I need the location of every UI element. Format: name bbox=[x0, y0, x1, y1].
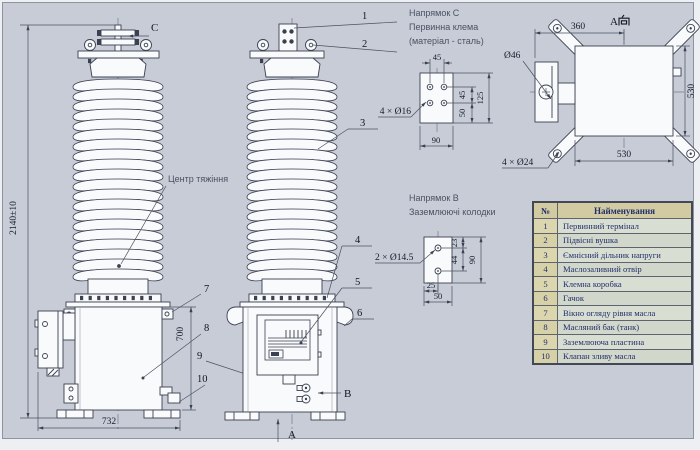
part-number: 8 bbox=[534, 319, 558, 334]
dim-base-width: 732 bbox=[102, 417, 117, 427]
center-of-gravity-label: Центр тяжіння bbox=[168, 174, 228, 184]
terminal-box-front bbox=[256, 314, 322, 385]
dim-125-right: 125 bbox=[475, 92, 485, 105]
dim-90-bottom: 90 bbox=[432, 135, 441, 145]
part-number: 4 bbox=[534, 261, 558, 276]
part-number: 3 bbox=[534, 247, 558, 262]
dim-530-right: 530 bbox=[687, 84, 697, 99]
direction-b-label: B bbox=[344, 388, 351, 400]
front-view bbox=[34, 24, 181, 419]
parts-table-header: № Найменування bbox=[534, 203, 691, 218]
detail-b-subtitle: Заземлюючі колодки bbox=[409, 207, 496, 217]
callout-10: 10 bbox=[197, 374, 208, 385]
direction-c-label: C bbox=[151, 22, 158, 34]
clamp-plate bbox=[419, 72, 454, 124]
oil-tank-front bbox=[74, 306, 163, 411]
part-name: Первинний термінал bbox=[558, 218, 691, 233]
part-name: Масляний бак (танк) bbox=[558, 319, 691, 334]
part-name: Маслозаливний отвір bbox=[558, 261, 691, 276]
callout-1: 1 bbox=[362, 11, 367, 22]
detail-primary-terminal: Напрямок C Первинна клема (матеріал - ст… bbox=[378, 8, 493, 150]
dim-90-right: 90 bbox=[467, 256, 477, 265]
grounding-bolts bbox=[296, 383, 311, 404]
part-number: 2 bbox=[534, 232, 558, 247]
dim-45-right: 45 bbox=[457, 91, 467, 100]
dim-45-top: 45 bbox=[433, 52, 442, 62]
feet-holes-label: 4 × Ø24 bbox=[502, 158, 533, 168]
cjk-glyph-xiang bbox=[618, 14, 630, 26]
side-view bbox=[224, 23, 354, 421]
dim-530-bottom: 530 bbox=[617, 150, 632, 160]
part-name: Ємнісний дільник напруги bbox=[558, 247, 691, 262]
callout-5: 5 bbox=[355, 277, 360, 288]
callout-6: 6 bbox=[357, 308, 362, 319]
callout-7: 7 bbox=[204, 284, 209, 295]
part-number: 10 bbox=[534, 348, 558, 363]
col-header-number: № bbox=[534, 203, 558, 218]
dim-tank-height: 700 bbox=[176, 327, 186, 342]
dim-23: 23 bbox=[449, 239, 459, 248]
detail-c-holes-label: 4 × Ø16 bbox=[380, 107, 411, 117]
detail-grounding-blocks: Напрямок B Заземлюючі колодки 23 44 90 2… bbox=[375, 193, 496, 306]
dim-25: 25 bbox=[427, 280, 436, 290]
callout-2: 2 bbox=[362, 39, 367, 50]
detail-c-title: Напрямок C bbox=[409, 8, 460, 18]
part-name: Гачок bbox=[558, 290, 691, 305]
hook bbox=[336, 306, 354, 326]
detail-b-title: Напрямок B bbox=[409, 193, 459, 203]
part-number: 6 bbox=[534, 290, 558, 305]
part-number: 5 bbox=[534, 276, 558, 291]
insulator-front bbox=[72, 78, 164, 282]
part-name: Заземлююча пластина bbox=[558, 334, 691, 349]
insulator-side bbox=[246, 78, 338, 282]
dim-overall-height: 2140±10 bbox=[9, 201, 19, 235]
tank-top-square bbox=[574, 45, 674, 137]
side-view-callouts: 1 2 3 4 5 6 B A bbox=[276, 11, 398, 442]
part-name: Вікно огляду рівня масла bbox=[558, 305, 691, 320]
callout-8: 8 bbox=[204, 323, 209, 334]
center-of-gravity-point bbox=[117, 264, 121, 268]
callout-9: 9 bbox=[197, 351, 202, 362]
front-view-dimensions: 2140±10 700 732 C Центр тяжіння bbox=[9, 22, 228, 431]
part-name: Клемна коробка bbox=[558, 276, 691, 291]
part-name: Підвісні вушка bbox=[558, 232, 691, 247]
col-header-name: Найменування bbox=[558, 203, 691, 218]
detail-b-holes-label: 2 × Ø14.5 bbox=[375, 253, 414, 263]
part-number: 7 bbox=[534, 305, 558, 320]
dim-360: 360 bbox=[571, 22, 586, 32]
callout-4: 4 bbox=[355, 235, 361, 246]
part-name: Клапан зливу масла bbox=[558, 348, 691, 363]
callout-3: 3 bbox=[360, 118, 365, 129]
dim-44: 44 bbox=[449, 255, 459, 264]
detail-c-material: (матеріал - сталь) bbox=[409, 36, 484, 46]
terminal-box-side bbox=[34, 310, 76, 377]
view-a-title-letter: А bbox=[610, 16, 618, 28]
part-number: 1 bbox=[534, 218, 558, 233]
direction-a-label: A bbox=[288, 429, 296, 441]
dim-50-right: 50 bbox=[457, 109, 467, 118]
detail-c-subtitle: Первинна клема bbox=[409, 22, 478, 32]
dim-50: 50 bbox=[434, 291, 443, 301]
cable-hole-label: Ø46 bbox=[504, 51, 521, 61]
primary-terminal-stem bbox=[114, 24, 122, 53]
grounding-plate bbox=[63, 383, 79, 404]
oil-drain-valve bbox=[159, 386, 173, 396]
hook bbox=[226, 306, 244, 326]
part-number: 9 bbox=[534, 334, 558, 349]
view-a: А bbox=[502, 14, 700, 169]
terminal-box-top bbox=[534, 61, 576, 123]
